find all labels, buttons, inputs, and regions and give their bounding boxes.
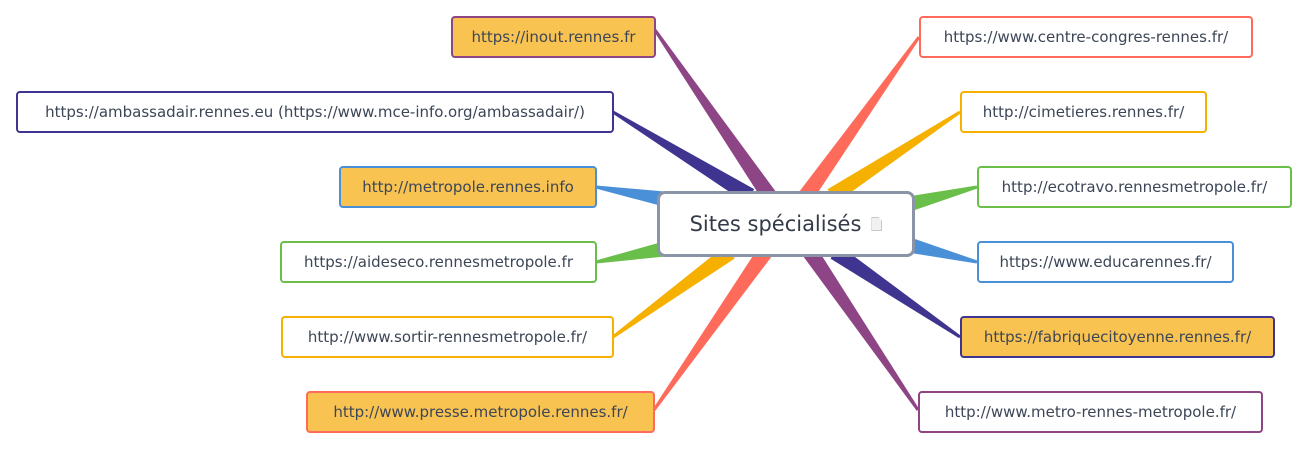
branch-link xyxy=(595,240,672,264)
topic-node[interactable]: https://www.centre-congres-rennes.fr/ xyxy=(919,16,1253,58)
topic-link-label[interactable]: https://fabriquecitoyenne.rennes.fr/ xyxy=(983,328,1252,346)
topic-node[interactable]: https://aideseco.rennesmetropole.fr xyxy=(280,241,597,283)
branch-link xyxy=(653,29,779,205)
topic-link-label[interactable]: https://inout.rennes.fr xyxy=(471,28,636,46)
topic-link-label[interactable]: http://www.metro-rennes-metropole.fr/ xyxy=(944,403,1237,421)
topic-node[interactable]: http://www.metro-rennes-metropole.fr/ xyxy=(918,391,1263,433)
topic-node[interactable]: http://www.presse.metropole.rennes.fr/ xyxy=(306,391,655,433)
note-icon[interactable] xyxy=(871,217,883,231)
central-topic-label: Sites spécialisés xyxy=(689,212,862,236)
branch-link xyxy=(803,247,920,411)
topic-link-label[interactable]: http://www.sortir-rennesmetropole.fr/ xyxy=(307,328,588,346)
topic-link-label[interactable]: https://www.educarennes.fr/ xyxy=(999,253,1212,271)
topic-link-label[interactable]: http://ecotravo.rennesmetropole.fr/ xyxy=(1001,178,1268,196)
branch-link xyxy=(612,110,755,203)
topic-node[interactable]: https://inout.rennes.fr xyxy=(451,16,656,58)
branch-link xyxy=(799,36,921,201)
branch-link xyxy=(827,110,961,203)
branch-link xyxy=(595,185,672,208)
topic-link-label[interactable]: http://cimetieres.rennes.fr/ xyxy=(982,103,1185,121)
topic-node[interactable]: https://fabriquecitoyenne.rennes.fr/ xyxy=(960,316,1275,358)
branch-link xyxy=(903,185,978,213)
topic-node[interactable]: http://metropole.rennes.info xyxy=(339,166,597,208)
branch-link xyxy=(652,247,772,411)
topic-link-label[interactable]: https://www.centre-congres-rennes.fr/ xyxy=(943,28,1229,46)
topic-node[interactable]: https://www.educarennes.fr/ xyxy=(977,241,1234,283)
branch-link xyxy=(612,245,735,339)
topic-node[interactable]: http://www.sortir-rennesmetropole.fr/ xyxy=(281,316,614,358)
topic-link-label[interactable]: https://ambassadair.rennes.eu (https://w… xyxy=(45,103,585,121)
topic-link-label[interactable]: https://aideseco.rennesmetropole.fr xyxy=(303,253,574,271)
topic-node[interactable]: http://ecotravo.rennesmetropole.fr/ xyxy=(977,166,1292,208)
topic-node[interactable]: http://cimetieres.rennes.fr/ xyxy=(960,91,1207,133)
topic-link-label[interactable]: http://www.presse.metropole.rennes.fr/ xyxy=(333,403,628,421)
branch-link xyxy=(903,236,978,264)
topic-link-label[interactable]: http://metropole.rennes.info xyxy=(362,178,574,196)
central-topic[interactable]: Sites spécialisés xyxy=(657,191,915,257)
branch-link xyxy=(830,245,961,339)
topic-node[interactable]: https://ambassadair.rennes.eu (https://w… xyxy=(16,91,614,133)
